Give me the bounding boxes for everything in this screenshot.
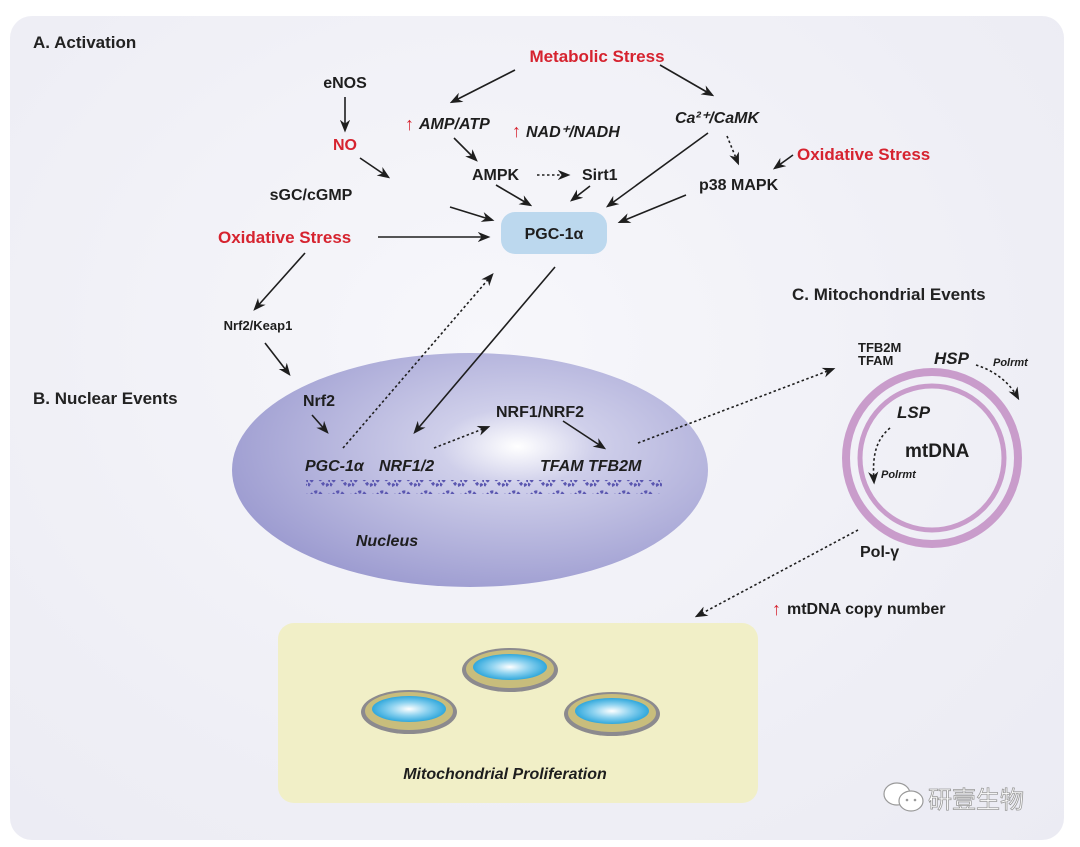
mitochondrion	[361, 690, 457, 734]
watermark: 研壹生物	[883, 782, 1024, 814]
nucleus-label: Nucleus	[356, 533, 418, 550]
arrow-nrf2keap1-to-nrf2	[264, 342, 291, 377]
polrmt-inner-label: Polrmt	[881, 469, 917, 481]
arrow-nrf2-to-pgc-gene	[311, 414, 329, 434]
up-arrow-icon: ↑	[512, 121, 521, 141]
oxidative-stress-right-label: Oxidative Stress	[797, 145, 930, 164]
pgc1a-gene-label: PGC-1α	[305, 458, 365, 475]
pol-gamma-label: Pol-γ	[860, 544, 899, 561]
ca-camk-label: Ca²⁺/CaMK	[675, 110, 760, 127]
nad-nadh-label: NAD⁺/NADH	[526, 124, 620, 141]
nrf12-gene-label: NRF1/2	[379, 458, 434, 475]
mtdna-outer-ring	[842, 368, 1022, 548]
tfam-tfb2m-gene-label: TFAM TFB2M	[540, 458, 642, 475]
arrow-ca-to-p38	[726, 135, 739, 166]
mtdna-label: mtDNA	[905, 441, 970, 462]
arrow-hsp-polrmt	[975, 364, 1020, 401]
oxidative-stress-left-label: Oxidative Stress	[218, 228, 351, 247]
arrow-pgc-gene-to-pgc	[342, 273, 494, 449]
amp-atp-label: AMP/ATP	[418, 116, 490, 133]
mtdna-inner-ring	[857, 383, 1007, 533]
arrow-sirt1-to-pgc	[569, 185, 591, 202]
p38-mapk-label: p38 MAPK	[699, 177, 779, 194]
section-mitochondrial-title: C. Mitochondrial Events	[792, 285, 986, 304]
proliferation-label: Mitochondrial Proliferation	[403, 766, 607, 783]
arrow-p38-to-pgc	[617, 194, 687, 223]
nrf1-nrf2-label: NRF1/NRF2	[496, 404, 584, 421]
arrow-pgc-to-nrf12	[413, 266, 556, 434]
mitochondrion	[462, 648, 558, 692]
up-arrow-icon: ↑	[772, 599, 781, 619]
sirt1-label: Sirt1	[582, 167, 618, 184]
arrow-lsp-polrmt	[868, 427, 891, 485]
arrow-ampk-to-pgc	[495, 184, 533, 207]
arrow-amp-to-ampk	[453, 137, 478, 162]
mtdna-copy-number-label: mtDNA copy number	[787, 601, 946, 618]
enos-label: eNOS	[323, 75, 367, 92]
sgc-cgmp-label: sGC/cGMP	[270, 187, 353, 204]
nrf2-keap1-label: Nrf2/Keap1	[224, 318, 293, 333]
dna-helix	[306, 480, 662, 494]
pgc1a-box	[501, 212, 607, 254]
hsp-label: HSP	[934, 349, 970, 368]
watermark-text: 研壹生物	[928, 786, 1024, 814]
section-nuclear-title: B. Nuclear Events	[33, 389, 178, 408]
pgc1a-label: PGC-1α	[525, 226, 584, 243]
nucleus-shape	[232, 353, 708, 587]
ampk-label: AMPK	[472, 167, 520, 184]
arrow-mito-to-proliferation	[694, 529, 859, 618]
wechat-icon	[883, 782, 924, 812]
lsp-label: LSP	[897, 403, 931, 422]
tfb2m-label: TFB2M	[858, 340, 901, 355]
up-arrow-icon: ↑	[405, 114, 414, 134]
arrow-oxidative-to-nrf2keap1	[253, 252, 306, 311]
arrow-ca-to-pgc	[605, 132, 709, 208]
arrow-nrf-to-tfam	[562, 420, 607, 450]
arrow-metabolic-to-ca	[659, 64, 715, 97]
nrf2-label: Nrf2	[303, 393, 335, 410]
arrow-sgc-to-pgc	[449, 206, 495, 222]
arrow-metabolic-to-amp	[449, 69, 516, 104]
section-activation-title: A. Activation	[33, 33, 136, 52]
metabolic-stress-label: Metabolic Stress	[529, 47, 664, 66]
no-label: NO	[333, 137, 357, 154]
arrow-no-to-sgc	[359, 157, 391, 179]
proliferation-box	[278, 623, 758, 803]
arrow-oxidative-to-p38	[772, 154, 794, 170]
mitochondrion	[564, 692, 660, 736]
polrmt-outer-label: Polrmt	[993, 357, 1029, 369]
tfam-label: TFAM	[858, 353, 893, 368]
